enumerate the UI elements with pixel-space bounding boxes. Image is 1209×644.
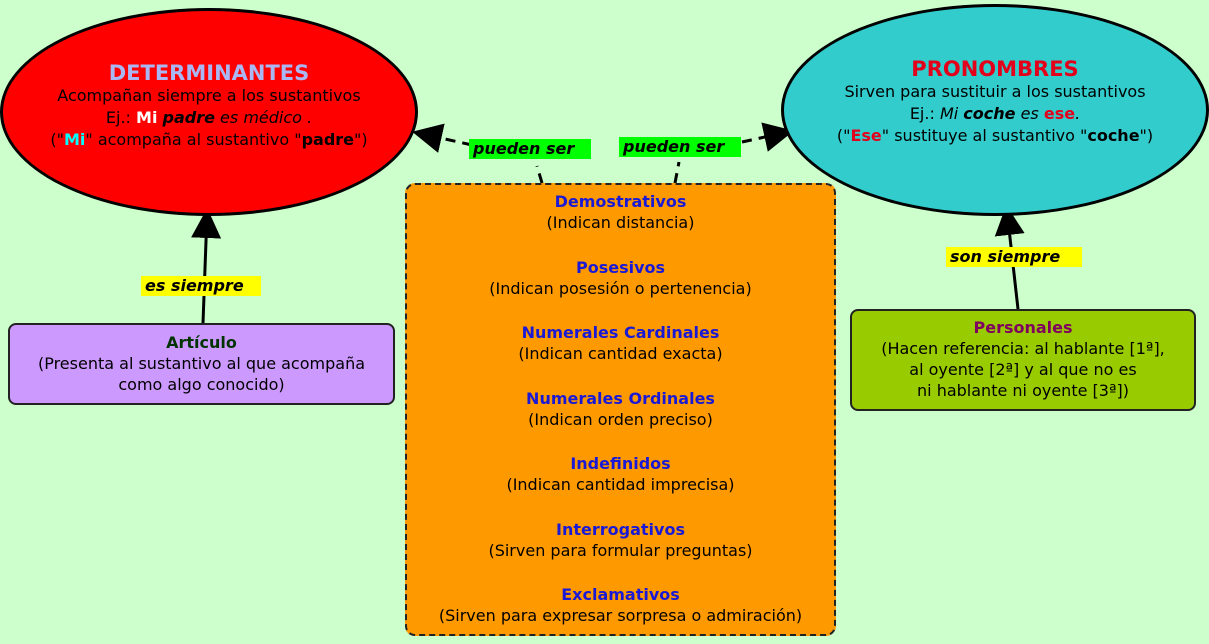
example-prefix: Ej.:: [105, 108, 137, 127]
category-description: (Indican cantidad imprecisa): [506, 475, 735, 494]
note-middle: " acompaña al sustantivo ": [85, 130, 302, 149]
category-item: Interrogativos (Sirven para formular pre…: [407, 513, 834, 579]
note-open: (": [836, 126, 851, 145]
example-coche: coche: [963, 104, 1016, 123]
pronombres-example: Ej.: Mi coche es ese.: [784, 103, 1206, 125]
personales-title: Personales: [973, 318, 1073, 337]
determinantes-description: Acompañan siempre a los sustantivos: [57, 86, 361, 105]
category-name: Numerales Cardinales: [521, 323, 720, 342]
link-label-son-siempre: son siempre: [946, 247, 1082, 267]
determinantes-node: DETERMINANTES Acompañan siempre a los su…: [0, 8, 418, 216]
link-label-pueden-ser-left: pueden ser: [469, 139, 591, 159]
note-padre: padre: [301, 130, 355, 149]
category-name: Posesivos: [575, 257, 666, 277]
category-item: Indefinidos (Indican cantidad imprecisa): [407, 447, 834, 513]
example-es: es: [1015, 104, 1044, 123]
determinantes-title: DETERMINANTES: [108, 61, 310, 85]
determinantes-example: Ej.: Mi padre es médico .: [3, 107, 415, 129]
example-dot: .: [1075, 104, 1081, 123]
note-ese: Ese: [850, 126, 882, 145]
categories-box: Demostrativos (Indican distancia) Posesi…: [405, 183, 836, 636]
category-description: (Indican posesión o pertenencia): [489, 278, 752, 298]
category-description: (Indican distancia): [546, 213, 695, 232]
note-coche: coche: [1087, 126, 1140, 145]
category-item: Exclamativos (Sirven para expresar sorpr…: [407, 578, 834, 644]
category-description: (Sirven para expresar sorpresa o admirac…: [438, 606, 803, 625]
note-close: "): [1139, 126, 1154, 145]
link-label-pueden-ser-right: pueden ser: [619, 137, 741, 157]
category-description: (Indican cantidad exacta): [518, 344, 723, 363]
articulo-line-1: (Presenta al sustantivo al que acompaña: [37, 354, 366, 373]
category-name: Interrogativos: [556, 519, 685, 539]
personales-line-1: (Hacen referencia: al hablante [1ª],: [881, 339, 1165, 358]
category-name: Exclamativos: [561, 585, 680, 604]
category-item: Posesivos (Indican posesión o pertenenci…: [407, 251, 834, 317]
category-description: (Sirven para formular preguntas): [488, 540, 753, 560]
arrow-center-to-determinantes: [418, 133, 544, 184]
example-rest: es médico .: [214, 108, 313, 127]
personales-node: Personales (Hacen referencia: al hablant…: [850, 309, 1196, 411]
determinantes-note: ("Mi" acompaña al sustantivo "padre"): [3, 129, 415, 151]
note-close: "): [354, 130, 368, 149]
personales-line-3: ni hablante ni oyente [3ª]): [917, 381, 1129, 400]
articulo-line-2: como algo conocido): [118, 375, 285, 394]
pronombres-title: PRONOMBRES: [911, 57, 1079, 81]
link-label-es-siempre: es siempre: [141, 276, 261, 296]
note-mi: Mi: [63, 130, 86, 149]
example-ese: ese: [1043, 104, 1076, 123]
category-item: Demostrativos (Indican distancia): [407, 185, 834, 251]
pronombres-node: PRONOMBRES Sirven para sustituir a los s…: [781, 4, 1209, 216]
category-description: (Indican orden preciso): [528, 409, 713, 429]
category-name: Indefinidos: [570, 454, 671, 473]
articulo-node: Artículo (Presenta al sustantivo al que …: [8, 323, 395, 405]
category-name: Demostrativos: [554, 192, 687, 211]
category-item: Numerales Cardinales (Indican cantidad e…: [407, 316, 834, 382]
note-middle: " sustituye al sustantivo ": [881, 126, 1088, 145]
example-padre: padre: [162, 108, 215, 127]
note-open: (": [50, 130, 64, 149]
category-name: Numerales Ordinales: [526, 388, 715, 408]
personales-line-2: al oyente [2ª] y al que no es: [909, 360, 1137, 379]
arrow-articulo-to-determinantes: [191, 208, 222, 324]
example-prefix: Ej.:: [909, 104, 940, 123]
pronombres-note: ("Ese" sustituye al sustantivo "coche"): [784, 125, 1206, 147]
arrow-center-to-pronombres: [673, 132, 788, 184]
articulo-title: Artículo: [166, 333, 237, 352]
pronombres-description: Sirven para sustituir a los sustantivos: [844, 82, 1146, 101]
example-mi: Mi: [939, 104, 959, 123]
category-item: Numerales Ordinales (Indican orden preci…: [407, 382, 834, 448]
example-mi: Mi: [136, 108, 158, 127]
